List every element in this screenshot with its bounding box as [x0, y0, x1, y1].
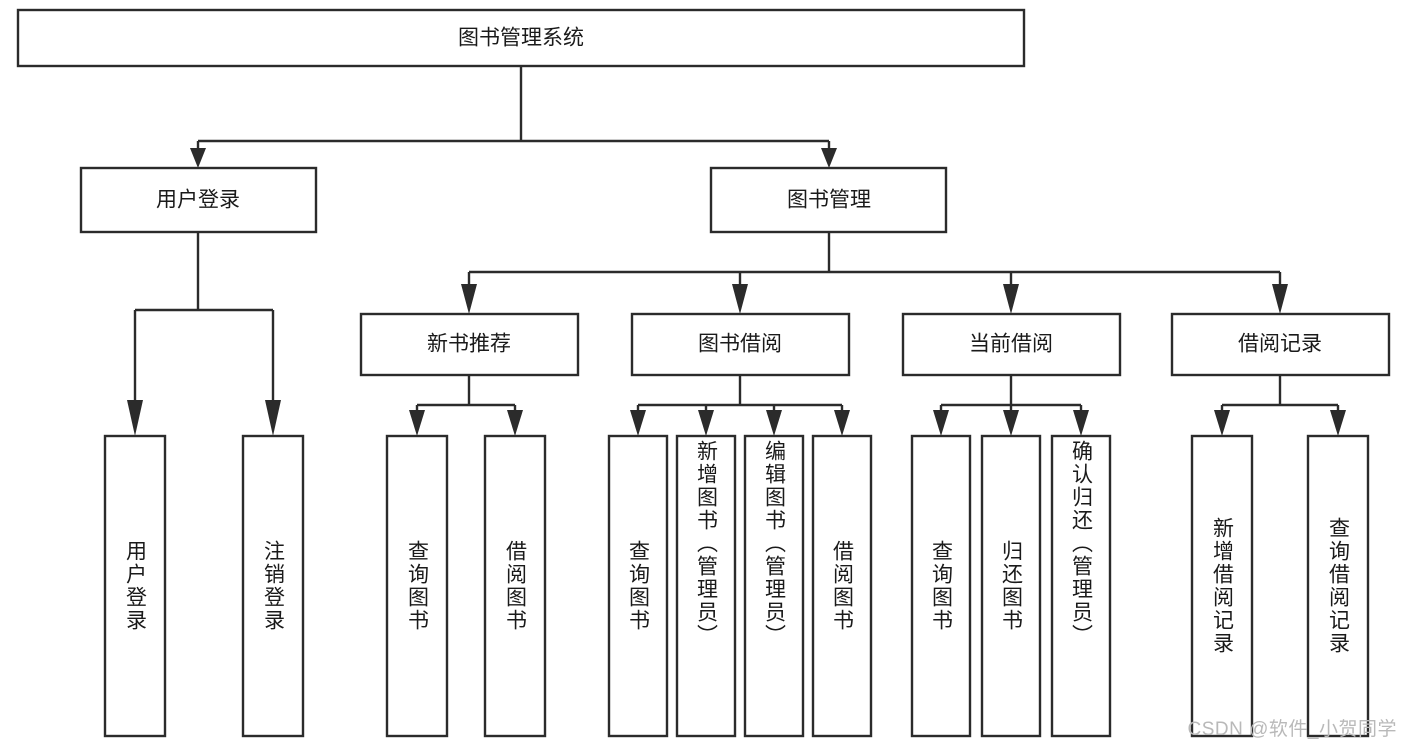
node-current-borrow[interactable]: [901, 312, 1122, 377]
arrow-head-icon-bb-4: [834, 410, 850, 436]
node-leaf-query-borrow-record[interactable]: [1306, 434, 1370, 738]
arrow-head-icon-bm-3: [1003, 284, 1019, 314]
arrow-head-icon-cb-1: [933, 410, 949, 436]
connector-group-current-borrow: [933, 375, 1089, 436]
node-leaf-logout[interactable]: [241, 434, 305, 738]
arrow-head-icon-br-2: [1330, 410, 1346, 436]
arrow-head-icon-ul-1: [127, 400, 143, 436]
node-new-book-recommend-label: 新书推荐: [427, 333, 511, 356]
node-user-login-label: 用户登录: [156, 189, 240, 212]
node-leaf-borrow-book-bb[interactable]: [811, 434, 873, 738]
arrow-head-icon-nb-2: [507, 410, 523, 436]
node-leaf-add-book-admin[interactable]: [675, 434, 737, 738]
arrow-head-icon-bb-3: [766, 410, 782, 436]
node-book-manage[interactable]: [709, 166, 948, 234]
connector-group-book-borrow: [630, 375, 850, 436]
arrow-head-icon-cb-2: [1003, 410, 1019, 436]
node-user-login[interactable]: [79, 166, 318, 234]
node-leaf-confirm-return-admin[interactable]: [1050, 434, 1112, 738]
arrow-head-icon-br-1: [1214, 410, 1230, 436]
connector-group-new-book: [409, 375, 523, 436]
node-leaf-edit-book-admin[interactable]: [743, 434, 805, 738]
node-root-system[interactable]: [16, 8, 1026, 68]
node-leaf-query-book-bb[interactable]: [607, 434, 669, 738]
arrow-head-icon-bm-2: [732, 284, 748, 314]
arrow-head-icon-bm-1: [461, 284, 477, 314]
watermark-text: CSDN @软件_小贺同学: [1187, 719, 1397, 740]
arrow-head-icon-nb-1: [409, 410, 425, 436]
arrow-head-icon-bb-1: [630, 410, 646, 436]
arrow-head-icon-bb-2: [698, 410, 714, 436]
node-leaf-query-book-cb[interactable]: [910, 434, 972, 738]
node-book-borrow-label: 图书借阅: [698, 333, 782, 356]
node-leaf-borrow-book-nb[interactable]: [483, 434, 547, 738]
connector-group-borrow-record: [1214, 375, 1346, 436]
node-leaf-user-login[interactable]: [103, 434, 167, 738]
node-current-borrow-label: 当前借阅: [969, 333, 1053, 356]
node-new-book-recommend[interactable]: [359, 312, 580, 377]
node-leaf-query-book-nb[interactable]: [385, 434, 449, 738]
node-book-borrow[interactable]: [630, 312, 851, 377]
arrow-head-icon-root-2: [821, 148, 837, 168]
connector-group-user-login: [127, 232, 281, 436]
arrow-head-icon-cb-3: [1073, 410, 1089, 436]
node-root-system-label: 图书管理系统: [458, 27, 584, 50]
arrow-head-icon-root-1: [190, 148, 206, 168]
connector-group-root: [190, 66, 837, 168]
node-leaf-add-borrow-record[interactable]: [1190, 434, 1254, 738]
arrow-head-icon-ul-2: [265, 400, 281, 436]
node-leaf-return-book[interactable]: [980, 434, 1042, 738]
node-book-manage-label: 图书管理: [787, 189, 871, 212]
arrow-head-icon-bm-4: [1272, 284, 1288, 314]
node-borrow-record[interactable]: [1170, 312, 1391, 377]
node-borrow-record-label: 借阅记录: [1238, 333, 1322, 356]
connector-group-book-manage: [461, 232, 1288, 314]
